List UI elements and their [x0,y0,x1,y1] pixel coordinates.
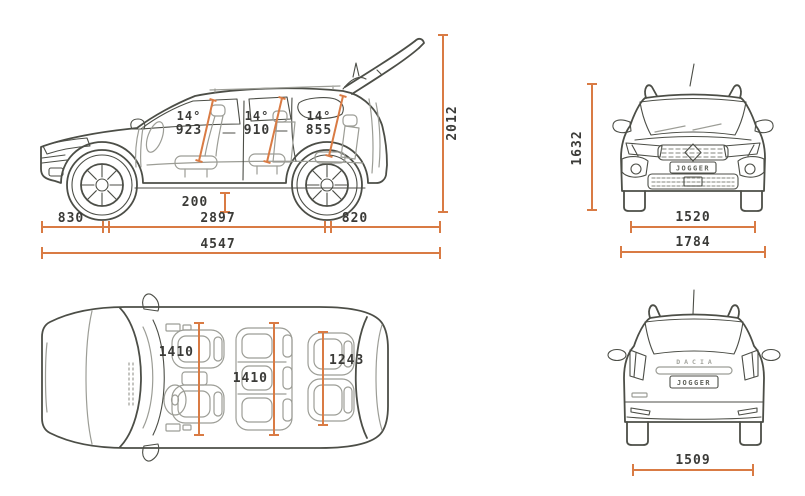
rear-view-wheels [626,421,762,446]
front-dimensions: 1632 1520 1784 [570,83,766,258]
ground-clearance: 200 [182,195,208,210]
top-body [41,306,389,449]
roof-rails-front [644,84,742,99]
dashboard [135,121,165,168]
front-wheel [66,149,138,221]
tailgate-edge [375,324,383,431]
row2-angle: 14° [245,109,270,123]
dacia-emblem [684,143,702,162]
side-mirror [130,118,146,130]
rear-body [623,313,765,423]
height-line [587,83,597,211]
overall-height: 1632 [570,130,585,165]
row3-width: 1243 [329,353,364,368]
lower-grille [647,173,739,190]
row3-width-line [318,331,328,426]
roof-front-edge [152,319,165,436]
windshield [639,97,747,136]
antenna [689,63,695,87]
rear-glass-arc [354,316,368,439]
row1-height: 923 [176,123,202,138]
rear-overhang: 820 [342,211,368,226]
wheelbase: 2897 [200,211,235,226]
antenna-fin [352,62,360,78]
open-tailgate [342,37,425,95]
row2-height: 910 [244,123,270,138]
rear-glass [644,318,744,355]
front-view-wheels [623,190,763,212]
rear-bumper [624,401,764,420]
top-mirrors [142,293,160,462]
front-view: JOGGER 1632 1520 [570,63,774,258]
front-badge: JOGGER [669,161,717,174]
rear-track: 1509 [675,453,710,468]
rear-mirrors [607,348,781,362]
tailgate-trim [368,98,381,174]
roof-rail [209,85,341,93]
svg-text:JOGGER: JOGGER [676,165,710,173]
side-car-drawing [40,37,425,221]
front-fascia [41,137,91,177]
body-crease [146,160,364,166]
car-body [40,87,388,184]
seats-side [174,104,360,178]
side-windows [140,96,344,181]
rear-antenna [692,289,695,315]
hood-contour [85,310,93,445]
row1-width: 1410 [159,345,194,360]
overall-length-line [41,247,441,259]
front-track: 1520 [675,210,710,225]
overall-width-line [620,246,766,258]
rear-badge: JOGGER [669,375,719,389]
nose-seam [44,342,48,413]
front-overhang: 830 [58,211,84,226]
row2-bench [235,327,293,431]
overall-length: 4547 [200,237,235,252]
cowl-line [634,135,752,141]
row3-height: 855 [306,123,332,138]
row1-width-line [194,322,204,436]
grille [657,143,729,162]
rear-car-drawing: DACIA JOGGER [607,289,781,446]
overall-width: 1784 [675,235,710,250]
handle-strip [655,366,733,375]
front-track-line [630,221,756,233]
rear-dimensions: 1509 [632,453,754,476]
taillights [629,349,759,381]
ground-clearance-line [220,192,230,213]
variant-badge [631,392,648,398]
side-view: 14° 923 14° 910 14° 855 200 830 2897 820… [40,34,460,259]
length-chain-line [41,221,441,233]
row3-seats [307,332,355,422]
top-dimensions: 1410 1410 1243 [159,322,364,436]
top-car-drawing [41,293,389,462]
open-height-line [438,34,448,213]
svg-text:JOGGER: JOGGER [677,379,711,387]
front-car-drawing: JOGGER [612,63,774,212]
wipers [654,123,722,133]
row2-width-line [269,322,279,436]
rear-view: DACIA JOGGER 1509 [607,289,781,476]
roof-rails-rear [648,304,740,319]
rear-wheel [291,149,363,221]
seat-height-lines [195,93,347,165]
a-pillar-arc [119,307,142,448]
top-view: 1410 1410 1243 [41,293,389,462]
side-dimensions: 14° 923 14° 910 14° 855 200 830 2897 820… [41,34,460,259]
brand-lettering: DACIA [676,358,716,366]
height-tailgate-open: 2012 [445,105,460,140]
dash-arc [142,326,154,429]
headlights [625,142,761,158]
row1-angle: 14° [177,109,202,123]
front-mirrors [612,119,774,134]
row3-angle: 14° [307,109,332,123]
fog-lamps [621,156,765,178]
row2-width: 1410 [233,371,268,386]
rear-track-line [632,464,754,476]
